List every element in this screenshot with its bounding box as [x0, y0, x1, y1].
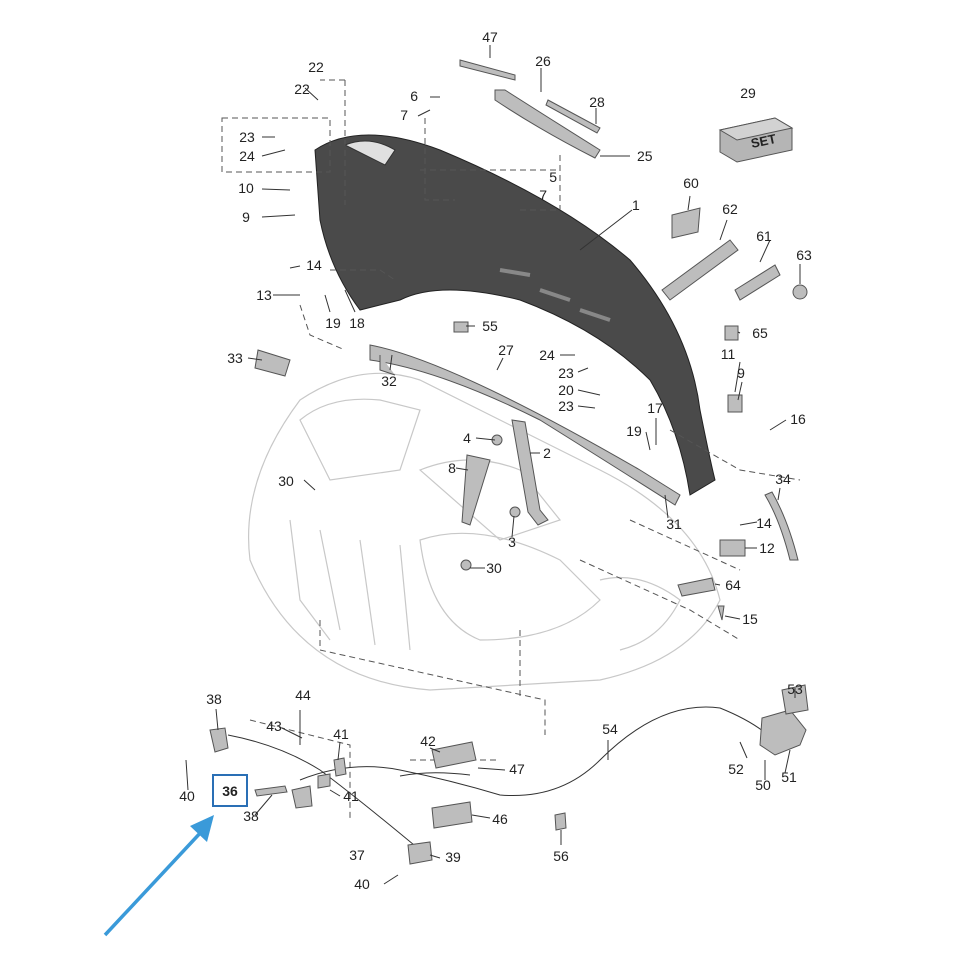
callout-65: 65	[752, 325, 768, 341]
callout-55: 55	[482, 318, 498, 334]
callout-1: 1	[632, 197, 640, 213]
callout-5: 5	[549, 169, 557, 185]
callout-6: 6	[410, 88, 418, 104]
callout-24: 24	[239, 148, 255, 164]
callout-31: 31	[666, 516, 682, 532]
callout-18: 18	[349, 315, 365, 331]
callout-44: 43	[266, 718, 282, 734]
callout-28b: 28	[589, 94, 605, 110]
callout-36: 36	[222, 783, 238, 799]
callout-30: 30	[278, 473, 294, 489]
callout-21: 22	[308, 59, 324, 75]
callout-26: 26	[535, 53, 551, 69]
callout-39b: 39	[445, 849, 461, 865]
callout-38: 38	[243, 808, 259, 824]
callout-2: 2	[543, 445, 551, 461]
car-body-outline	[247, 372, 721, 691]
callout-39: 38	[206, 691, 222, 707]
callout-42: 41	[333, 726, 349, 742]
callout-45: 44	[295, 687, 311, 703]
callout-34: 34	[775, 471, 791, 487]
callout-64: 64	[725, 577, 741, 593]
callout-56: 56	[553, 848, 569, 864]
callout-41: 41	[343, 788, 359, 804]
callout-4: 4	[463, 430, 471, 446]
callout-61: 61	[756, 228, 772, 244]
callout-32: 32	[381, 373, 397, 389]
callout-30b: 30	[486, 560, 502, 576]
callout-7: 7	[400, 107, 408, 123]
callout-40: 40	[179, 788, 195, 804]
pointer-arrow	[103, 815, 214, 937]
set-box: SET	[718, 117, 794, 163]
callout-43: 42	[420, 733, 436, 749]
callout-52: 52	[728, 761, 744, 777]
callout-47: 47	[509, 761, 525, 777]
callout-50: 50	[755, 777, 771, 793]
callout-12: 12	[759, 540, 775, 556]
callout-14: 14	[306, 257, 322, 273]
highlight-box	[212, 774, 248, 807]
callout-28: 47	[482, 29, 498, 45]
callout-29: 29	[740, 85, 756, 101]
callout-11b: 11	[721, 346, 736, 362]
callout-20: 20	[558, 382, 574, 398]
hood	[314, 134, 716, 496]
callout-19: 19	[325, 315, 341, 331]
callout-62: 62	[722, 201, 738, 217]
cable-assembly	[209, 684, 809, 865]
callout-63: 63	[796, 247, 812, 263]
callout-33: 33	[227, 350, 243, 366]
callout-46: 46	[492, 811, 508, 827]
callout-53: 53	[787, 681, 803, 697]
hinge-assembly	[460, 419, 549, 571]
callout-51: 51	[781, 769, 797, 785]
callout-27: 27	[498, 342, 514, 358]
callout-23: 23	[239, 129, 255, 145]
callout-17: 17	[647, 400, 663, 416]
group-dashed-lines	[221, 79, 801, 820]
callout-25: 25	[637, 148, 653, 164]
set-label: SET	[750, 131, 778, 151]
callout-54: 54	[602, 721, 618, 737]
callout-10: 9	[242, 209, 250, 225]
callout-22: 22	[294, 81, 310, 97]
callout-40b: 40	[354, 876, 370, 892]
callout-15: 15	[742, 611, 758, 627]
callout-37: 37	[349, 847, 365, 863]
callout-23b: 23	[558, 365, 574, 381]
callout-labels: 47 26 28 25 1 29 22 22 6 7 23 24 5 7 10 …	[179, 29, 812, 892]
callout-22b: 23	[558, 398, 574, 414]
leader-lines	[185, 45, 801, 885]
callout-11: 10	[238, 180, 254, 196]
hood-trims	[369, 59, 681, 506]
callout-24b: 24	[539, 347, 555, 363]
callout-7b: 7	[539, 187, 547, 203]
callout-13: 13	[256, 287, 272, 303]
callout-3: 3	[508, 534, 516, 550]
callout-19b: 19	[626, 423, 642, 439]
callout-60: 60	[683, 175, 699, 191]
callout-14b: 14	[756, 515, 772, 531]
callout-16: 16	[790, 411, 806, 427]
callout-8: 8	[448, 460, 456, 476]
callout-9: 9	[737, 365, 745, 381]
